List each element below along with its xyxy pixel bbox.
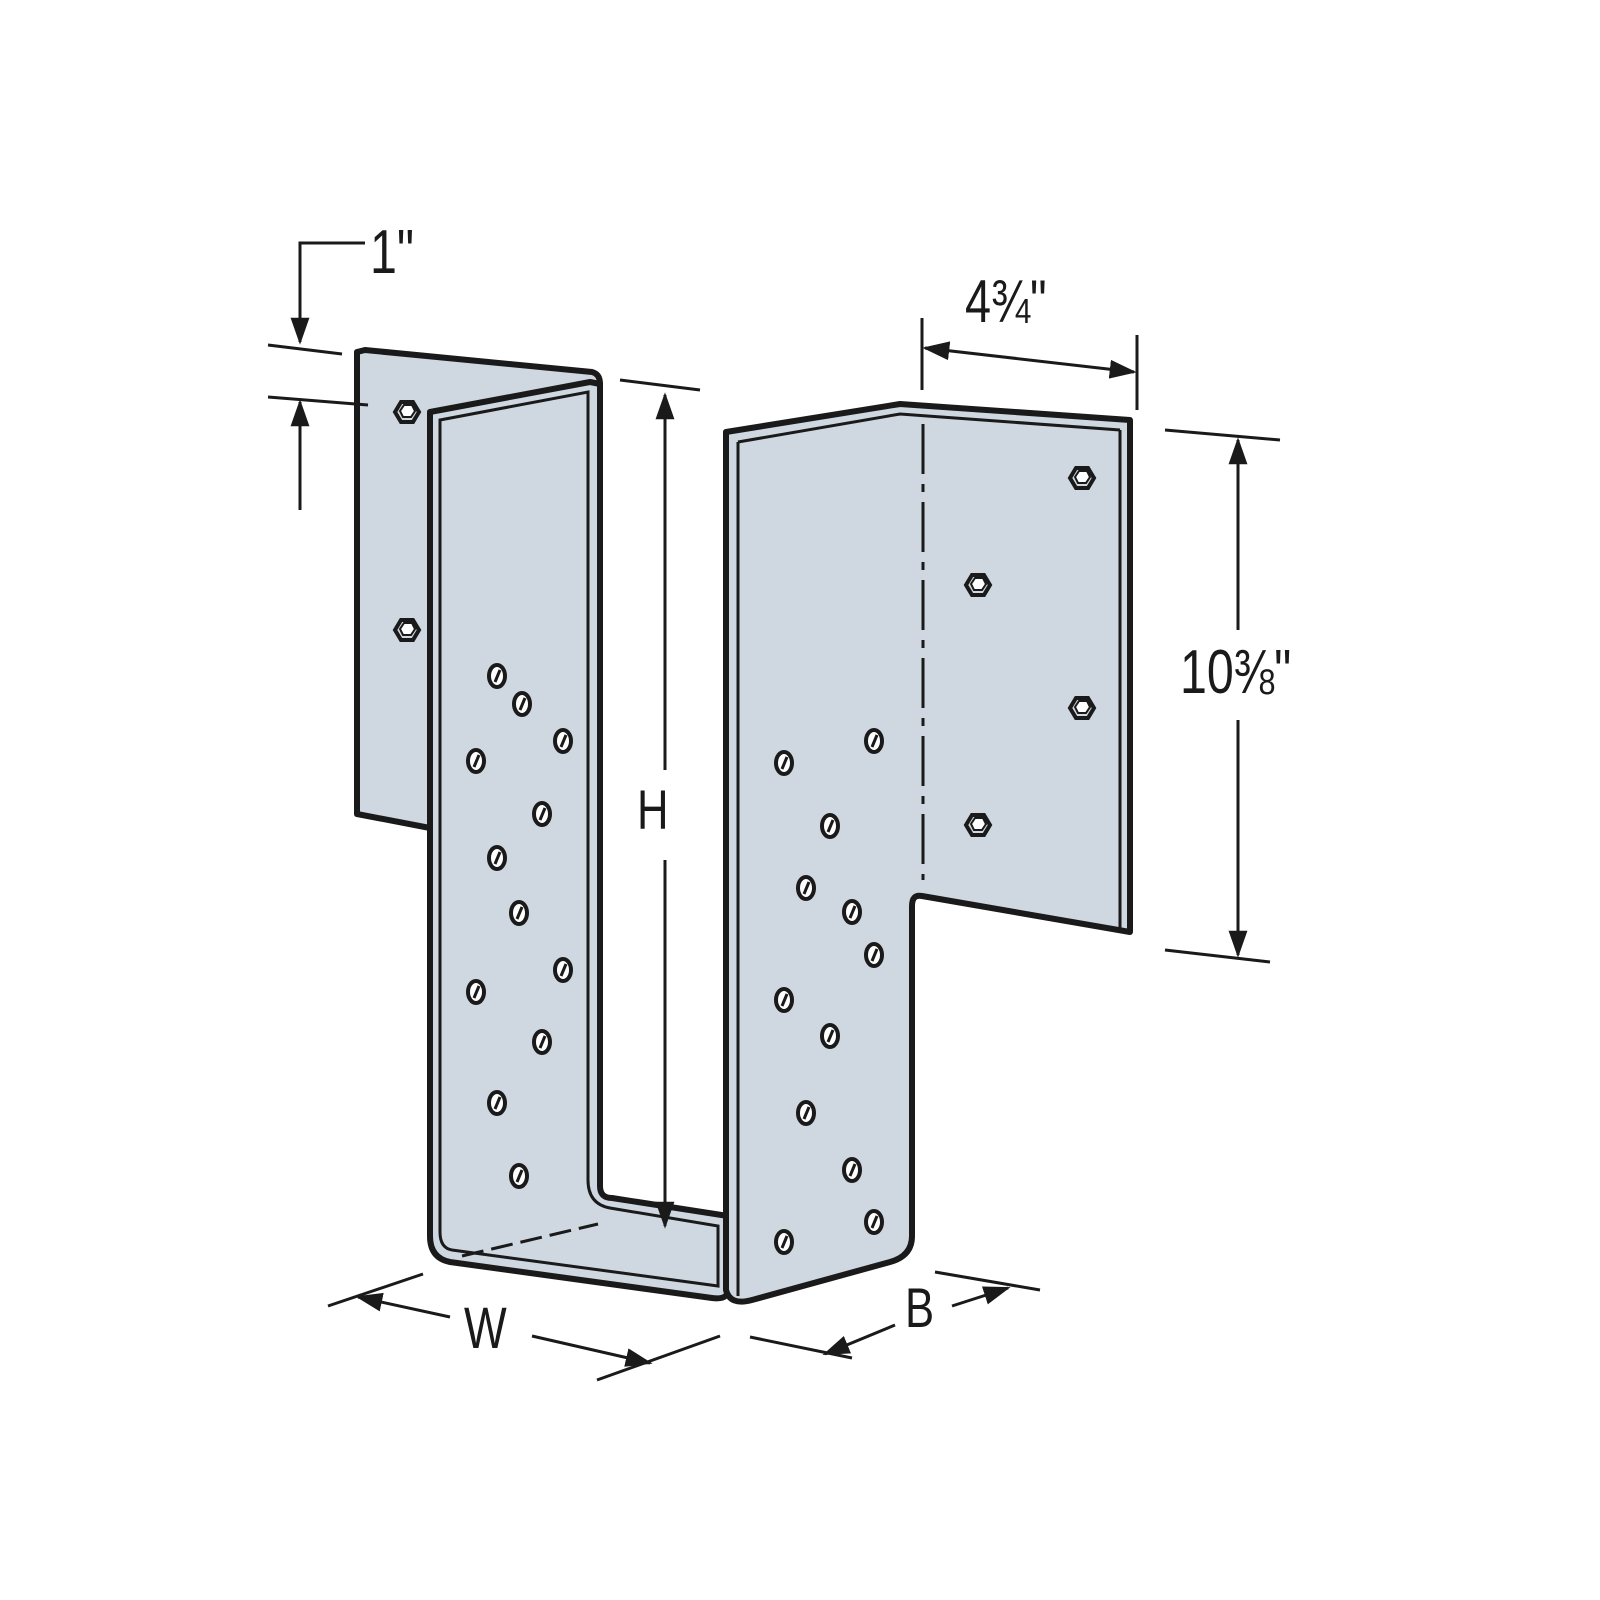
hex-bolt-icon	[964, 813, 992, 837]
hex-bolt-icon	[1068, 696, 1096, 720]
dimension-label-bearing: B	[905, 1276, 935, 1339]
hex-bolt-icon	[393, 618, 421, 642]
dim-h	[619, 378, 701, 1229]
dimension-label-width: W	[464, 1296, 507, 1361]
left-face	[427, 379, 731, 1302]
dimension-label-top-offset: 1"	[370, 218, 415, 287]
dim-1in	[267, 241, 369, 510]
dimension-label-side-plate-height: 10⅜"	[1180, 638, 1292, 707]
seat-fold-line	[461, 1222, 599, 1258]
right-face-and-side-plate	[723, 401, 1133, 1305]
dim-10-3-8	[1164, 428, 1281, 964]
hex-bolt-icon	[1068, 466, 1096, 490]
dim-w	[327, 1272, 721, 1382]
dimension-label-side-plate-width: 4¾"	[965, 268, 1047, 335]
hex-bolt-icon	[964, 573, 992, 597]
dim-b	[749, 1270, 1041, 1360]
dimension-label-height: H	[637, 778, 669, 841]
dim-4-3-4	[920, 318, 1139, 410]
hex-bolt-icon	[393, 400, 421, 424]
